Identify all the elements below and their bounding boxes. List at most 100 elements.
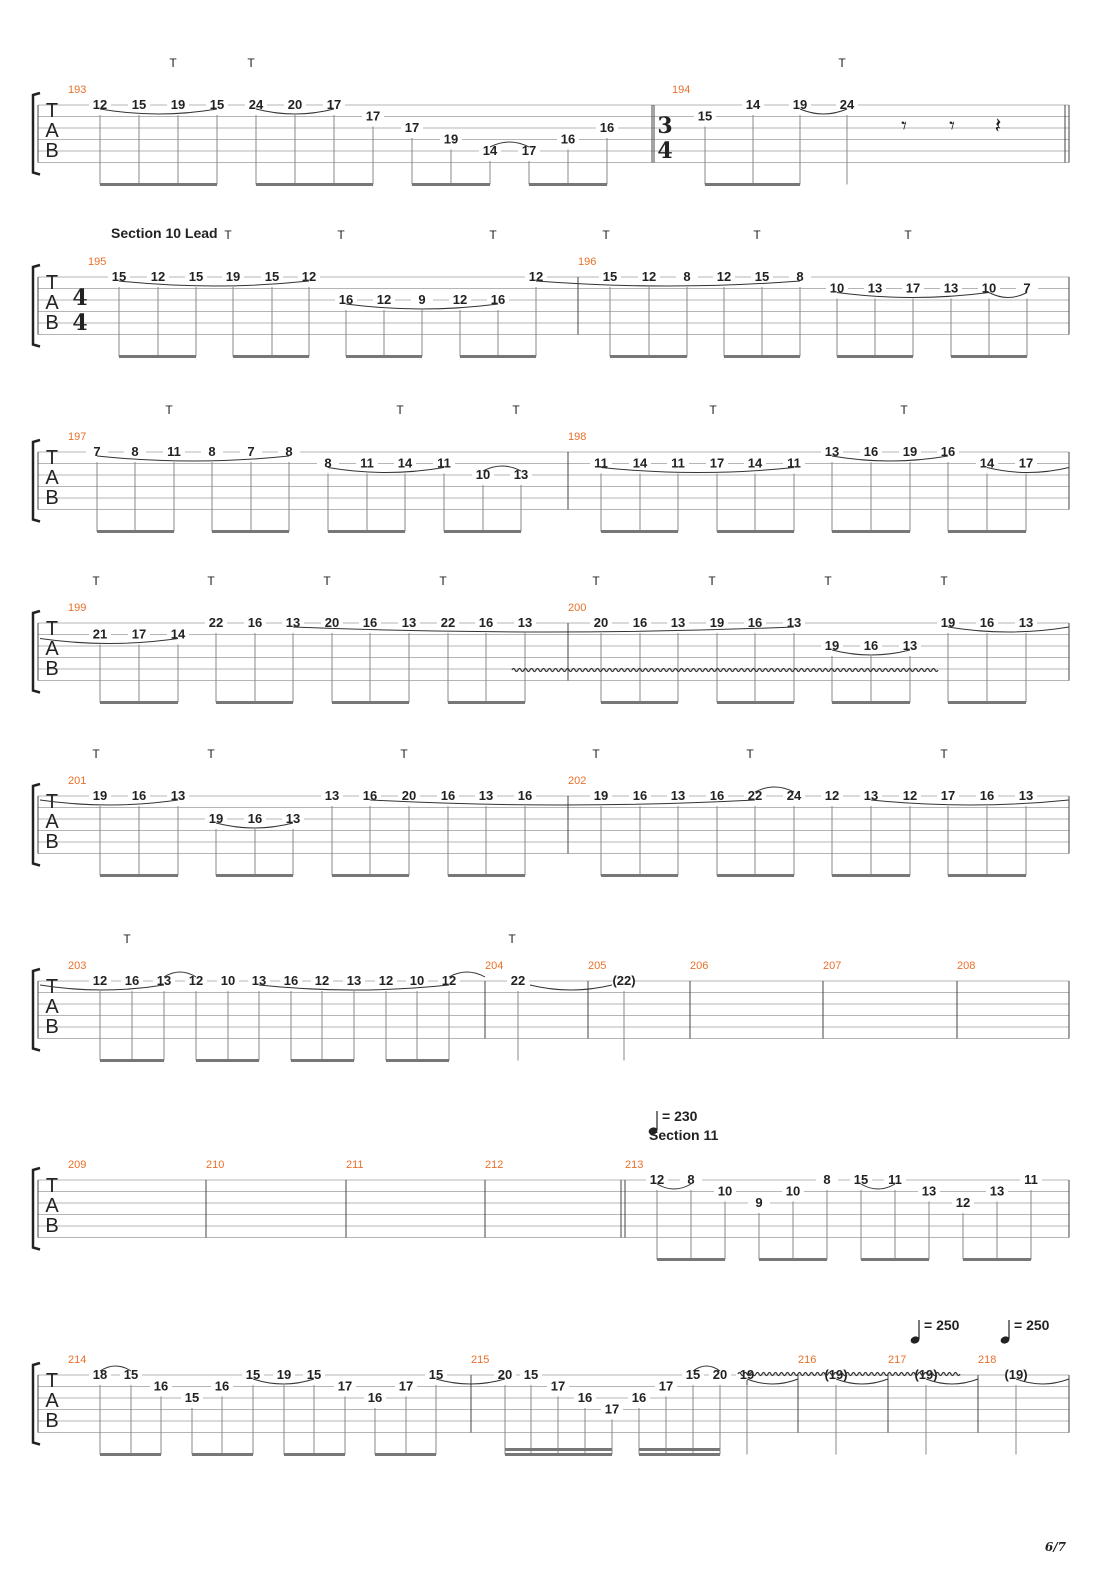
fret-mask bbox=[557, 132, 579, 145]
measure-number: 206 bbox=[690, 960, 708, 972]
measure: 218(19) bbox=[978, 1354, 1028, 1455]
tab-clef-letter: A bbox=[45, 292, 59, 314]
tap-mark: T bbox=[709, 403, 717, 417]
tap-mark: T bbox=[592, 747, 600, 761]
fret-mask bbox=[217, 974, 239, 986]
fret-number: 17 bbox=[327, 97, 341, 112]
fret-number: 24 bbox=[787, 788, 802, 803]
fret-mask bbox=[782, 1184, 804, 1197]
fret-number: 15 bbox=[429, 1367, 443, 1382]
fret-number: 12 bbox=[642, 269, 656, 284]
fret-mask bbox=[507, 974, 529, 986]
fret-mask bbox=[902, 281, 924, 294]
fret-number: 12 bbox=[151, 269, 165, 284]
fret-number: 20 bbox=[713, 1367, 727, 1382]
fret-number: 13 bbox=[402, 615, 416, 630]
fret-number: 17 bbox=[338, 1379, 352, 1394]
tab-clef-letter: A bbox=[45, 467, 59, 489]
fret-number: 16 bbox=[339, 292, 353, 307]
fret-number: 15 bbox=[246, 1367, 260, 1382]
tab-clef-letter: T bbox=[46, 272, 58, 294]
fret-mask bbox=[714, 1184, 736, 1197]
measure-number: 217 bbox=[888, 1354, 906, 1366]
fret-number: 13 bbox=[671, 615, 685, 630]
tap-mark: T bbox=[247, 56, 255, 70]
fret-mask bbox=[789, 98, 811, 110]
tempo-value: = 250 bbox=[924, 1317, 960, 1333]
fret-mask bbox=[713, 270, 735, 282]
slur bbox=[1015, 1378, 1070, 1385]
fret-mask bbox=[89, 1368, 111, 1380]
tempo-value: = 230 bbox=[662, 1108, 698, 1124]
fret-mask bbox=[398, 616, 420, 628]
slur bbox=[986, 467, 1070, 473]
fret-number: 17 bbox=[659, 1379, 673, 1394]
fret-mask bbox=[860, 789, 882, 801]
fret-mask bbox=[821, 789, 843, 801]
fret-mask bbox=[860, 639, 882, 651]
fret-mask bbox=[321, 616, 343, 628]
fret-mask bbox=[248, 974, 270, 986]
fret-mask bbox=[356, 456, 378, 469]
fret-number: 20 bbox=[325, 615, 339, 630]
fret-mask bbox=[438, 974, 460, 986]
fret-number: 16 bbox=[941, 444, 955, 459]
slur bbox=[482, 465, 522, 472]
rest-symbol: 𝄾 bbox=[901, 114, 907, 139]
slur bbox=[99, 1365, 132, 1372]
fret-number: 13 bbox=[157, 973, 171, 988]
fret-number: 22 bbox=[209, 615, 223, 630]
measure-number: 218 bbox=[978, 1354, 996, 1366]
fret-mask bbox=[638, 270, 660, 282]
tab-clef-letter: B bbox=[45, 658, 58, 680]
fret-mask bbox=[440, 132, 462, 145]
fret-mask bbox=[150, 1379, 172, 1392]
fret-number: 12 bbox=[189, 973, 203, 988]
fret-number: 24 bbox=[249, 97, 264, 112]
fret-mask bbox=[487, 293, 509, 305]
fret-mask bbox=[280, 974, 302, 986]
fret-mask bbox=[940, 281, 962, 294]
fret-number: 16 bbox=[748, 615, 762, 630]
tap-mark: T bbox=[169, 56, 177, 70]
quarter-note-icon bbox=[648, 1127, 658, 1135]
fret-mask bbox=[976, 789, 998, 801]
fret-mask bbox=[359, 789, 381, 801]
fret-number: 15 bbox=[603, 269, 617, 284]
measure-number: 202 bbox=[568, 775, 586, 787]
measure: 206 bbox=[690, 960, 708, 972]
fret-number: 14 bbox=[633, 456, 648, 471]
fret-number: 15 bbox=[698, 109, 712, 124]
time-signature-bottom: 4 bbox=[657, 138, 672, 164]
fret-mask bbox=[706, 456, 728, 469]
rest-symbol: 𝄽 bbox=[995, 114, 1002, 139]
fret-number: 10 bbox=[221, 973, 235, 988]
section-label: Section 10 Lead bbox=[111, 225, 218, 241]
tap-mark: T bbox=[323, 574, 331, 588]
fret-mask bbox=[205, 812, 227, 824]
fret-number: 19 bbox=[903, 444, 917, 459]
fret-number: 13 bbox=[944, 281, 958, 296]
fret-number: 16 bbox=[864, 638, 878, 653]
fret-mask bbox=[676, 270, 698, 282]
fret-mask bbox=[599, 270, 621, 282]
fret-mask bbox=[163, 445, 185, 457]
slur bbox=[118, 280, 310, 287]
fret-mask bbox=[278, 445, 300, 457]
tab-clef-letter: B bbox=[45, 831, 58, 853]
fret-number: 16 bbox=[633, 788, 647, 803]
measure: 210 bbox=[206, 1159, 224, 1171]
fret-mask bbox=[1020, 1173, 1042, 1185]
fret-number: 15 bbox=[185, 1390, 199, 1405]
tap-mark: T bbox=[940, 747, 948, 761]
slur bbox=[831, 455, 949, 462]
fret-number: 13 bbox=[286, 811, 300, 826]
fret-mask bbox=[244, 616, 266, 628]
measure-number: 201 bbox=[68, 775, 86, 787]
fret-mask bbox=[201, 445, 223, 457]
tempo-marking: = 250 bbox=[1000, 1317, 1050, 1344]
